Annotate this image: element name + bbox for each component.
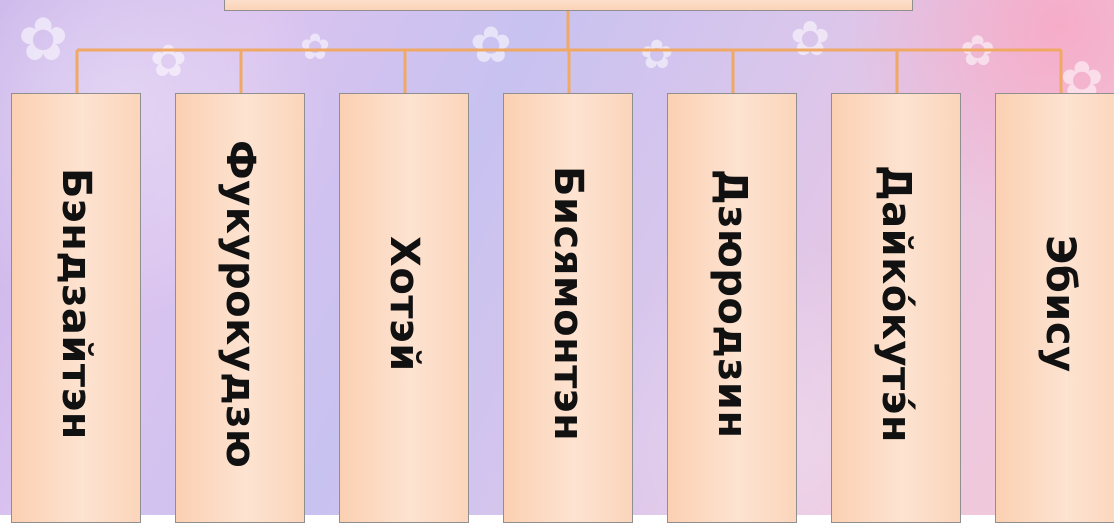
- card-label: Дзюродзин: [709, 169, 755, 439]
- blossom-decoration: ✿: [150, 36, 187, 87]
- blossom-decoration: ✿: [790, 11, 831, 67]
- blossom-decoration: ✿: [18, 5, 69, 75]
- card-ebisu: Эбису: [995, 93, 1114, 523]
- card-jurojin: Дзюродзин: [667, 93, 797, 523]
- blossom-decoration: ✿: [470, 16, 512, 74]
- card-label: Бэндзайтэн: [53, 168, 99, 440]
- card-label: Фукурокудзю: [217, 139, 263, 469]
- blossom-decoration: ✿: [640, 32, 674, 78]
- card-label: Бисямонтэн: [545, 166, 591, 442]
- card-label: Эбису: [1037, 235, 1083, 373]
- card-daikokuten: Дайко́кутэ́н: [831, 93, 961, 523]
- card-bishamonten: Бисямонтэн: [503, 93, 633, 523]
- card-benzaiten: Бэндзайтэн: [11, 93, 141, 523]
- card-fukurokuju: Фукурокудзю: [175, 93, 305, 523]
- root-box: [224, 0, 913, 11]
- card-label: Дайко́кутэ́н: [873, 164, 919, 444]
- card-label: Хотэй: [381, 236, 427, 372]
- card-hotei: Хотэй: [339, 93, 469, 523]
- blossom-decoration: ✿: [300, 27, 331, 68]
